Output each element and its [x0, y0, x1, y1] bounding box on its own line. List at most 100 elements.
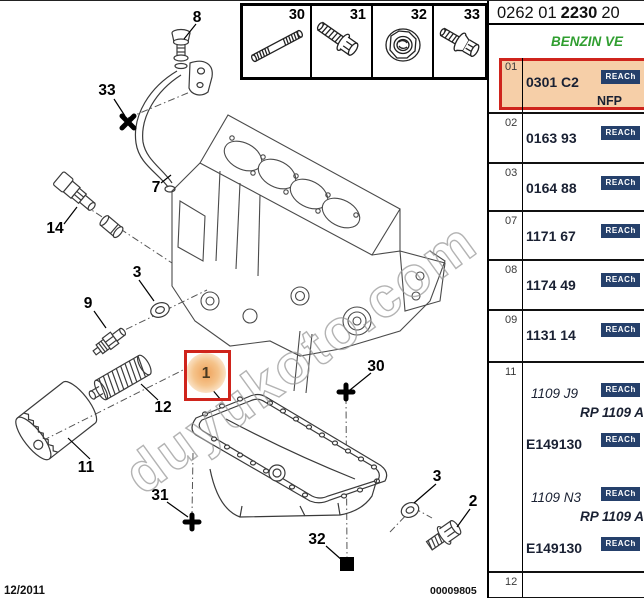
plus-marker: [336, 382, 356, 402]
drain-plug-drawing: [425, 520, 462, 551]
part-code[interactable]: E149130: [526, 540, 583, 556]
hardware-cell-32[interactable]: 32: [373, 6, 434, 77]
row-number: 09: [505, 314, 518, 326]
adapter-drawing: [99, 215, 124, 239]
callout-3[interactable]: 3: [132, 264, 142, 281]
catalog-number-prefix: 0262 01: [497, 4, 557, 22]
row-number: 03: [505, 167, 518, 179]
callout-12[interactable]: 12: [154, 399, 172, 416]
part-code[interactable]: 1109 J9: [531, 386, 579, 401]
reach-badge[interactable]: REACh: [601, 487, 640, 501]
oil-pan-drawing: [191, 393, 388, 518]
replacement-part-code: RP 1109 AF: [580, 509, 644, 524]
row-number-cell: 01: [489, 58, 523, 112]
part-code[interactable]: 0301 C2: [526, 74, 579, 90]
flange-nut-icon: [385, 28, 421, 62]
table-row[interactable]: 03 0164 88 REACh: [489, 164, 644, 212]
hardware-ref-label: 33: [463, 7, 480, 23]
dipstick-assembly-drawing: [134, 28, 213, 193]
part-code[interactable]: 0163 93: [526, 130, 577, 146]
part-code[interactable]: 0164 88: [526, 180, 577, 196]
row-number-cell: 07: [489, 212, 523, 259]
row-number: 02: [505, 117, 518, 129]
washer-drawing-upper: [150, 302, 170, 318]
hardware-cell-31[interactable]: 31: [312, 6, 373, 77]
table-row[interactable]: 12: [489, 573, 644, 598]
reach-badge[interactable]: REACh: [601, 323, 640, 337]
part-code[interactable]: 1131 14: [526, 327, 576, 343]
strainer-drawing: [88, 354, 152, 401]
stud-icon: [250, 29, 304, 63]
callout-30[interactable]: 30: [367, 358, 385, 375]
flange-bolt-icon: [316, 21, 359, 56]
table-row[interactable]: 02 0163 93 REACh: [489, 114, 644, 164]
callout-11[interactable]: 11: [77, 459, 95, 476]
callout-31[interactable]: 31: [151, 487, 169, 504]
hardware-ref-label: 31: [349, 7, 366, 23]
reach-badge[interactable]: REACh: [601, 224, 640, 238]
row-number-cell: 11: [489, 363, 523, 571]
document-number: 00009805: [430, 585, 477, 597]
callout-1[interactable]: 1: [201, 365, 211, 382]
row-number-cell: 03: [489, 164, 523, 210]
reach-badge[interactable]: REACh: [601, 433, 640, 447]
washer-drawing-lower: [400, 502, 420, 518]
hardware-cell-33[interactable]: 33: [434, 6, 485, 77]
callout-32[interactable]: 32: [308, 531, 326, 548]
callout-3[interactable]: 3: [432, 468, 442, 485]
square-marker: [340, 557, 354, 571]
callout-1-highlight-glow: [186, 353, 226, 393]
row-number-cell: 08: [489, 261, 523, 309]
engine-block-drawing: [171, 114, 446, 394]
plus-marker: [182, 512, 202, 532]
reach-badge[interactable]: REACh: [601, 176, 640, 190]
part-code[interactable]: 1109 N3: [531, 490, 582, 505]
row-number-cell: 12: [489, 573, 523, 597]
oil-pressure-switch-drawing: [92, 327, 127, 356]
washer-screw-icon: [439, 27, 480, 58]
reach-badge[interactable]: REACh: [601, 126, 640, 140]
replacement-part-code: RP 1109 AF: [580, 405, 644, 420]
row-number-cell: 02: [489, 114, 523, 162]
callout-33[interactable]: 33: [98, 82, 116, 99]
row-number: 12: [505, 576, 518, 588]
hardware-cell-30[interactable]: 30: [243, 6, 312, 77]
callout-8[interactable]: 8: [192, 9, 202, 26]
subtitle-row: BENZIN VE: [489, 25, 644, 58]
row-number-cell: 09: [489, 311, 523, 361]
part-code[interactable]: E149130: [526, 436, 583, 452]
hardware-ref-label: 32: [410, 7, 427, 23]
row-number: 08: [505, 264, 518, 276]
sensor-drawing: [53, 171, 96, 211]
callout-14[interactable]: 14: [46, 220, 64, 237]
callout-2[interactable]: 2: [468, 493, 478, 510]
reach-badge[interactable]: REACh: [601, 383, 640, 397]
hardware-ref-label: 30: [288, 7, 305, 23]
callout-7[interactable]: 7: [151, 179, 161, 196]
reach-badge[interactable]: REACh: [601, 537, 640, 551]
catalog-number-main: 2230: [560, 4, 598, 22]
part-code[interactable]: 1171 67: [526, 228, 576, 244]
row-number: 01: [505, 61, 518, 73]
revision-date: 12/2011: [4, 585, 45, 597]
table-row[interactable]: 08 1174 49 REACh: [489, 261, 644, 311]
reach-badge[interactable]: REACh: [601, 273, 640, 287]
part-code[interactable]: 1174 49: [526, 277, 576, 293]
row-highlight-box: [499, 58, 644, 110]
callout-1-highlight-box: [184, 350, 231, 401]
part-note: NFP: [597, 94, 622, 108]
leader-lines: [63, 23, 471, 562]
engine-variant-label: BENZIN VE: [551, 34, 624, 49]
callout-9[interactable]: 9: [83, 295, 93, 312]
table-row[interactable]: 09 1131 14 REACh: [489, 311, 644, 363]
oil-filter-drawing: [15, 380, 98, 461]
reach-badge[interactable]: REACh: [601, 70, 640, 84]
